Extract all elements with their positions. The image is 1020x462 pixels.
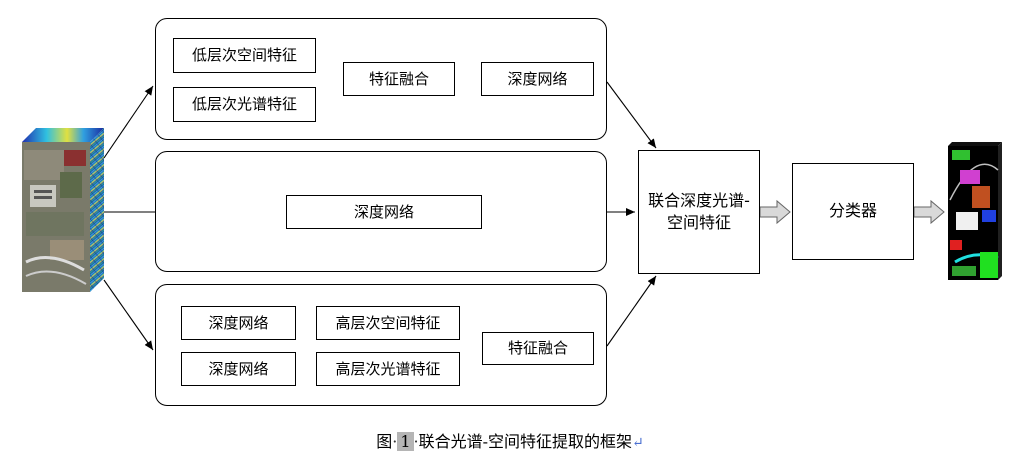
- arrow-input-to-top: [103, 85, 154, 159]
- joint-spectral-spatial-feature-box: 联合深度光谱- 空间特征: [638, 150, 760, 274]
- cube-top-face: [22, 128, 104, 142]
- arrow-top-branch-to-joint: [606, 81, 657, 149]
- deep-network-bottom-1-box: 深度网络: [181, 306, 296, 340]
- deep-network-top-box: 深度网络: [481, 62, 594, 96]
- figure-caption: 图·1·联合光谱-空间特征提取的框架↵: [376, 432, 644, 451]
- high-spatial-feature-box: 高层次空间特征: [316, 306, 460, 340]
- high-spectral-feature-box: 高层次光谱特征: [316, 352, 460, 386]
- caption-text: 联合光谱-空间特征提取的框架: [418, 432, 633, 451]
- caption-prefix: 图: [376, 432, 393, 451]
- deep-network-bottom-2-box: 深度网络: [181, 352, 296, 386]
- output-image: [948, 142, 1002, 280]
- caption-number: 1: [397, 432, 414, 451]
- low-spectral-feature-box: 低层次光谱特征: [173, 87, 316, 122]
- return-mark-icon: ↵: [632, 435, 644, 451]
- deep-network-middle-box: 深度网络: [286, 195, 482, 229]
- hollow-arrow-classifier-to-output: [913, 199, 945, 225]
- low-spatial-feature-box: 低层次空间特征: [173, 38, 316, 73]
- feature-fusion-top-box: 特征融合: [343, 62, 455, 96]
- arrow-bottom-branch-to-joint: [606, 275, 657, 347]
- hollow-arrow-joint-to-classifier: [759, 199, 791, 225]
- classifier-box: 分类器: [792, 163, 914, 260]
- arrow-input-to-bottom: [103, 279, 154, 351]
- feature-fusion-bottom-box: 特征融合: [482, 332, 594, 365]
- input-image: [22, 128, 104, 292]
- cube-side-face: [90, 128, 104, 292]
